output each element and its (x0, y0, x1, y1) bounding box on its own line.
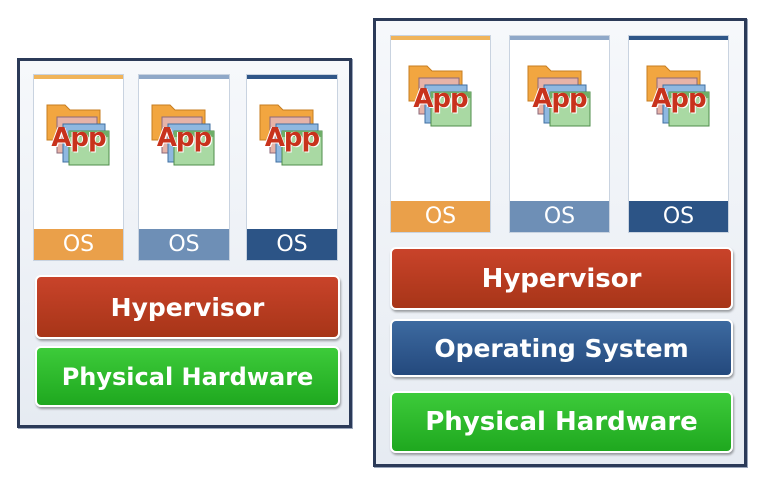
physical-hardware-layer: Physical Hardware (390, 391, 733, 453)
app-icon: App (146, 97, 222, 169)
app-icon: App (641, 58, 717, 130)
os-label: OS (510, 201, 609, 232)
app-label: App (651, 84, 706, 114)
os-label: OS (34, 229, 123, 260)
app-label: App (51, 123, 106, 153)
app-icon: App (403, 58, 479, 130)
app-icon: App (254, 97, 330, 169)
right-stack-panel: App OS App OS App OS Hypervisor Operatin… (373, 18, 747, 467)
vm-box: App OS (390, 35, 491, 233)
os-label: OS (247, 229, 337, 260)
operating-system-layer: Operating System (390, 319, 733, 377)
vm-box: App OS (33, 74, 124, 261)
app-label: App (532, 84, 587, 114)
vm-box: App OS (138, 74, 230, 261)
vm-box: App OS (246, 74, 338, 261)
app-label: App (413, 84, 468, 114)
app-icon: App (522, 58, 598, 130)
hypervisor-layer: Hypervisor (35, 275, 340, 339)
os-label: OS (629, 201, 728, 232)
left-stack-panel: App OS App OS App OS Hypervisor Physical… (17, 58, 352, 428)
physical-hardware-layer: Physical Hardware (35, 346, 340, 407)
hypervisor-layer: Hypervisor (390, 247, 733, 310)
app-label: App (264, 123, 320, 153)
app-icon: App (41, 97, 117, 169)
os-label: OS (391, 201, 490, 232)
os-label: OS (139, 229, 229, 260)
app-label: App (156, 123, 212, 153)
vm-box: App OS (628, 35, 729, 233)
vm-box: App OS (509, 35, 610, 233)
